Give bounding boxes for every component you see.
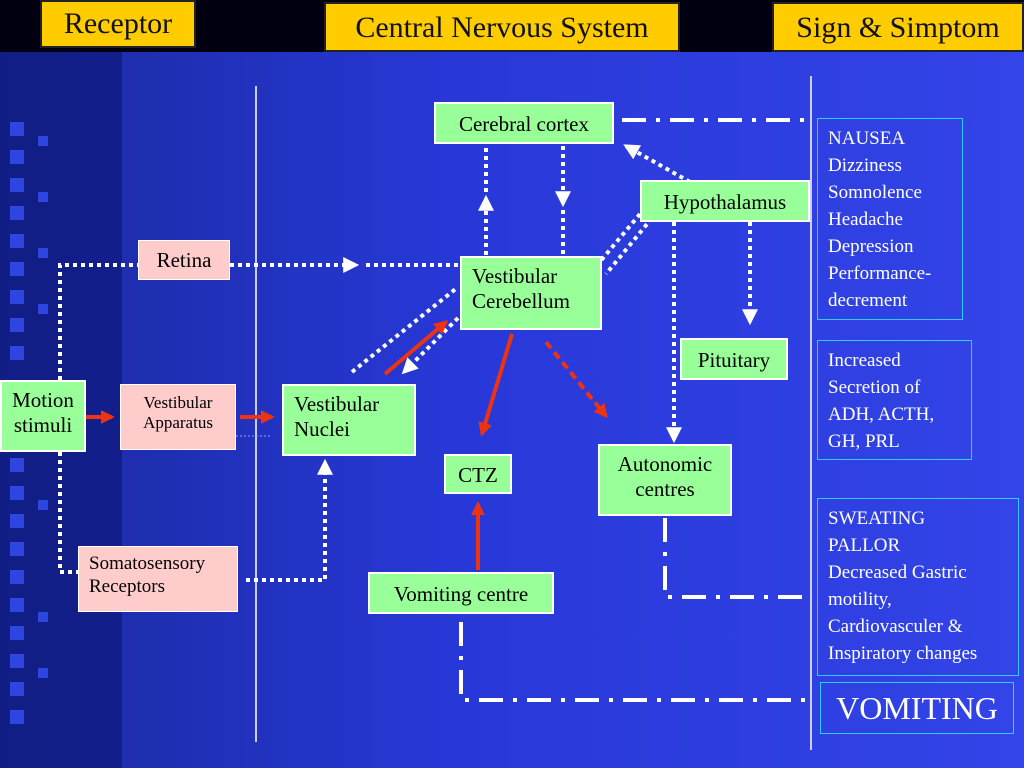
header-receptor: Receptor xyxy=(40,0,196,48)
node-autonomic-centres-line-1: Autonomic xyxy=(617,452,713,476)
symptom-box-1: NAUSEA Dizziness Somnolence Headache Dep… xyxy=(817,118,963,320)
symptom-2-line-3: ADH, ACTH, xyxy=(828,404,935,425)
symptom-3-line-4: motility, xyxy=(828,589,892,610)
node-vestibular-cerebellum-line-1: Vestibular xyxy=(472,264,558,288)
symptom-1-line-6: Performance- xyxy=(828,263,932,284)
symptom-3-line-1: SWEATING xyxy=(828,508,926,529)
node-vestibular-apparatus: Vestibular Apparatus xyxy=(120,384,236,450)
symptom-2-line-1: Increased xyxy=(828,350,901,371)
cerebellum-to-autonomic-arrow xyxy=(544,340,608,419)
decorative-squares xyxy=(10,122,48,724)
node-autonomic-centres-line-2: centres xyxy=(635,477,695,502)
symptom-1-line-5: Depression xyxy=(828,236,914,257)
symptom-vomiting: VOMITING xyxy=(820,682,1014,734)
symptom-3-line-5: Cardiovasculer & xyxy=(828,616,963,637)
node-somatosensory-receptors: Somatosensory Receptors xyxy=(78,546,238,612)
node-hypothalamus: Hypothalamus xyxy=(640,180,810,222)
node-vestibular-cerebellum-line-2: Cerebellum xyxy=(472,289,570,314)
nuclei-to-cerebellum-dotted xyxy=(350,285,460,374)
symptom-3-line-2: PALLOR xyxy=(828,535,901,556)
node-motion-stimuli-line-2: stimuli xyxy=(13,413,73,438)
hypothalamus-to-cortex-arrow xyxy=(623,144,691,184)
node-somatosensory-receptors-line-1: Somatosensory xyxy=(89,553,206,574)
symptom-1-line-7: decrement xyxy=(828,290,908,311)
node-vestibular-nuclei-line-2: Nuclei xyxy=(294,417,350,442)
node-vestibular-cerebellum: Vestibular Cerebellum xyxy=(460,256,602,330)
symptom-1-line-3: Somnolence xyxy=(828,182,922,203)
cerebellum-to-ctz-arrow xyxy=(478,333,514,437)
symptom-3-line-3: Decreased Gastric xyxy=(828,562,967,583)
node-retina: Retina xyxy=(138,240,230,280)
symptom-2-line-4: GH, PRL xyxy=(828,431,900,452)
somatosensory-to-nuclei-arrow xyxy=(246,458,333,582)
node-cerebral-cortex: Cerebral cortex xyxy=(434,102,614,144)
symptom-3-line-6: Inspiratory changes xyxy=(828,643,978,664)
node-vestibular-nuclei: Vestibular Nuclei xyxy=(282,384,416,456)
node-ctz: CTZ xyxy=(444,454,512,494)
symptom-box-3: SWEATING PALLOR Decreased Gastric motili… xyxy=(817,498,1019,676)
node-somatosensory-receptors-line-2: Receptors xyxy=(89,575,165,597)
autonomic-to-symptoms-line xyxy=(663,518,808,599)
node-vomiting-centre: Vomiting centre xyxy=(368,572,554,614)
node-vestibular-apparatus-line-2: Apparatus xyxy=(143,413,213,433)
header-cns: Central Nervous System xyxy=(324,2,680,52)
symptom-2-line-2: Secretion of xyxy=(828,377,921,398)
hypothalamus-to-cerebellum-line-1 xyxy=(596,212,642,266)
node-motion-stimuli-line-1: Motion xyxy=(12,388,74,412)
symptom-1-line-1: NAUSEA xyxy=(828,128,906,149)
vomiting-centre-to-vomiting-line xyxy=(459,622,808,702)
motion-to-retina-line xyxy=(58,263,138,380)
motion-to-somatosensory-line xyxy=(58,452,78,574)
nuclei-to-cerebellum-arrow xyxy=(383,320,449,376)
symptom-1-line-2: Dizziness xyxy=(828,155,902,176)
node-vestibular-nuclei-line-1: Vestibular xyxy=(294,392,380,416)
node-autonomic-centres: Autonomic centres xyxy=(598,444,732,516)
node-motion-stimuli: Motion stimuli xyxy=(0,380,86,452)
header-sign-symptom: Sign & Simptom xyxy=(772,2,1024,52)
node-pituitary: Pituitary xyxy=(680,338,788,380)
symptom-1-line-4: Headache xyxy=(828,209,903,230)
symptom-box-2: Increased Secretion of ADH, ACTH, GH, PR… xyxy=(817,340,972,460)
node-vestibular-apparatus-line-1: Vestibular xyxy=(143,393,213,412)
